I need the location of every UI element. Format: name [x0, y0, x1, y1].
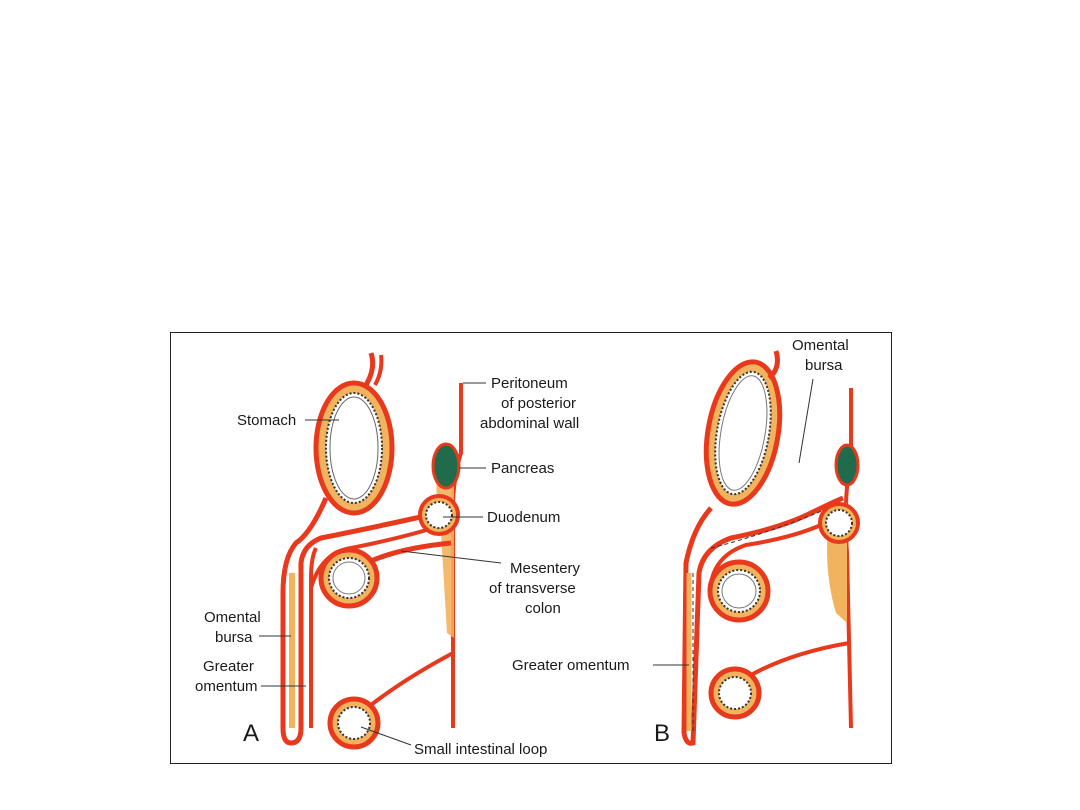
label-peritoneum-line1: Peritoneum [491, 375, 568, 392]
transverse-colon-a [318, 547, 380, 609]
greater-omentum-b [681, 495, 844, 746]
stomach-a [313, 380, 395, 516]
pancreas-b [834, 443, 860, 487]
duodenum-b [818, 502, 860, 544]
duodenum-a [418, 494, 460, 536]
label-greater-omentum-line1: Greater [203, 658, 254, 675]
figure-frame: Stomach Peritoneum of posterior abdomina… [170, 332, 892, 764]
label-pancreas: Pancreas [491, 460, 554, 477]
small-intestine-b [708, 666, 762, 720]
transverse-mesocolon-a [370, 540, 452, 564]
label-b-greater-omentum: Greater omentum [512, 657, 630, 674]
diagram-svg: Stomach Peritoneum of posterior abdomina… [195, 337, 860, 758]
label-duodenum: Duodenum [487, 509, 560, 526]
label-b-omental-bursa-line2: bursa [805, 357, 843, 374]
label-b-omental-bursa-line1: Omental [792, 337, 849, 354]
stomach-b [703, 359, 783, 507]
label-small-intestinal-loop: Small intestinal loop [414, 741, 547, 758]
label-mesentery-line1: Mesentery [510, 560, 581, 577]
small-intestine-mesentery-b [750, 641, 850, 677]
panel-letter-a: A [243, 720, 259, 747]
label-greater-omentum-line2: omentum [195, 678, 258, 695]
label-peritoneum-line2: of posterior [501, 395, 576, 412]
esophagus-a [363, 352, 376, 387]
label-omental-bursa-line1: Omental [204, 609, 261, 626]
small-intestine-mesentery-a [369, 651, 454, 707]
label-mesentery-line3: colon [525, 600, 561, 617]
panel-b: Omental bursa Greater omentum B [512, 337, 860, 747]
label-omental-bursa-line2: bursa [215, 629, 253, 646]
label-peritoneum-line3: abdominal wall [480, 415, 579, 432]
transverse-colon-b [707, 559, 771, 623]
greater-omentum-a [280, 497, 441, 746]
esophagus-b [767, 350, 780, 380]
label-mesentery-line2: of transverse [489, 580, 576, 597]
label-stomach: Stomach [237, 412, 296, 429]
pancreas-a [431, 442, 461, 490]
panel-letter-b: B [654, 720, 670, 747]
small-intestine-a [327, 696, 381, 750]
panel-a: Stomach Peritoneum of posterior abdomina… [195, 352, 581, 758]
